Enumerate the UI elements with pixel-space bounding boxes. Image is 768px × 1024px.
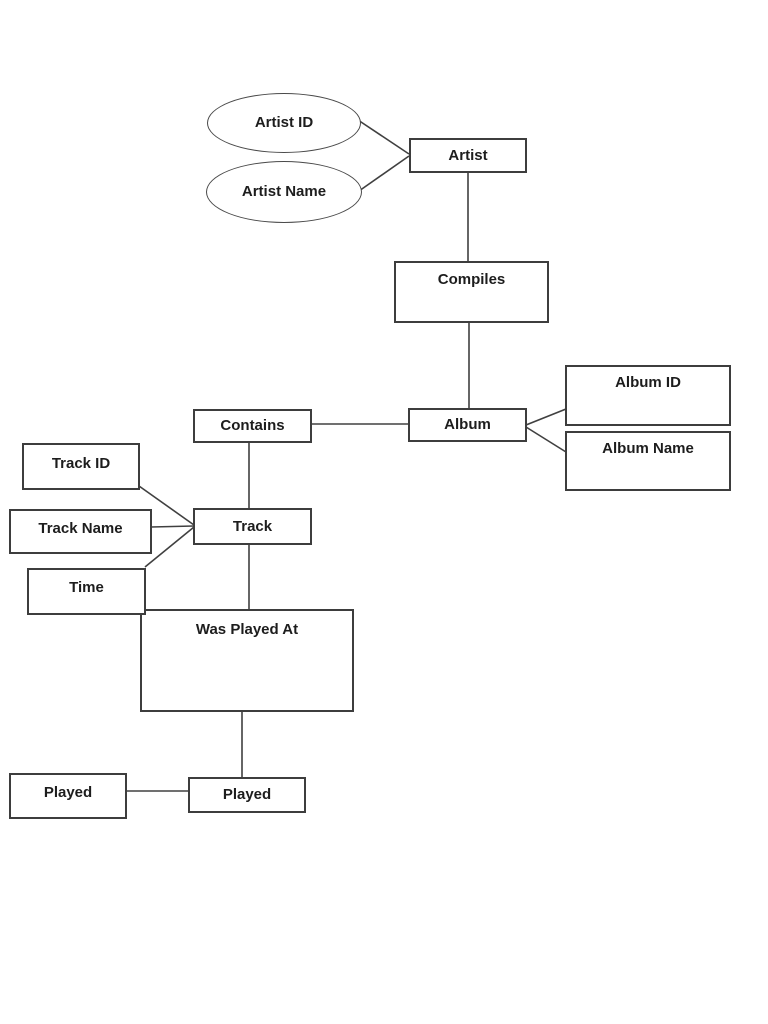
label-album-id: Album ID (615, 374, 681, 391)
label-time: Time (69, 579, 104, 596)
attribute-box-album-id: Album ID (565, 365, 731, 426)
label-track-name: Track Name (38, 520, 123, 537)
label-track-id: Track ID (51, 455, 111, 472)
label-artist-id: Artist ID (254, 114, 314, 132)
label-album-name: Album Name (602, 440, 694, 457)
edge-line-track_name-to-track (150, 525, 195, 528)
label-track: Track (232, 517, 273, 535)
edge-line-artist_id-to-artist (357, 119, 410, 155)
attribute-box-track-name: Track Name (9, 509, 152, 554)
label-played-entity: Played (43, 784, 93, 801)
attribute-box-track-id: Track ID (22, 443, 140, 490)
label-artist: Artist (448, 146, 488, 164)
edge-line-album-to-album_name (525, 426, 567, 453)
attribute-box-time: Time (27, 568, 146, 615)
label-contains: Contains (220, 417, 285, 435)
relationship-box-was-played-at: Was Played At (140, 609, 354, 712)
label-artist-name: Artist Name (241, 183, 327, 201)
edge-line-time-to-track (144, 526, 195, 568)
relationship-box-played: Played (188, 777, 306, 813)
edge-line-artist_name-to-artist (358, 155, 410, 192)
label-played-rel: Played (222, 786, 272, 804)
attribute-ellipse-artist-name: Artist Name (206, 161, 362, 223)
attribute-box-album-name: Album Name (565, 431, 731, 491)
edge-line-album-to-album_id (525, 408, 567, 426)
label-compiles: Compiles (437, 271, 506, 288)
relationship-box-contains: Contains (193, 409, 312, 443)
entity-box-artist: Artist (409, 138, 527, 173)
label-album: Album (444, 416, 491, 434)
entity-box-played: Played (9, 773, 127, 819)
entity-box-album: Album (408, 408, 527, 442)
relationship-box-compiles: Compiles (394, 261, 549, 323)
attribute-ellipse-artist-id: Artist ID (207, 93, 361, 153)
edge-line-track_id-to-track (138, 485, 195, 526)
label-was-played-at: Was Played At (195, 621, 299, 638)
entity-box-track: Track (193, 508, 312, 545)
